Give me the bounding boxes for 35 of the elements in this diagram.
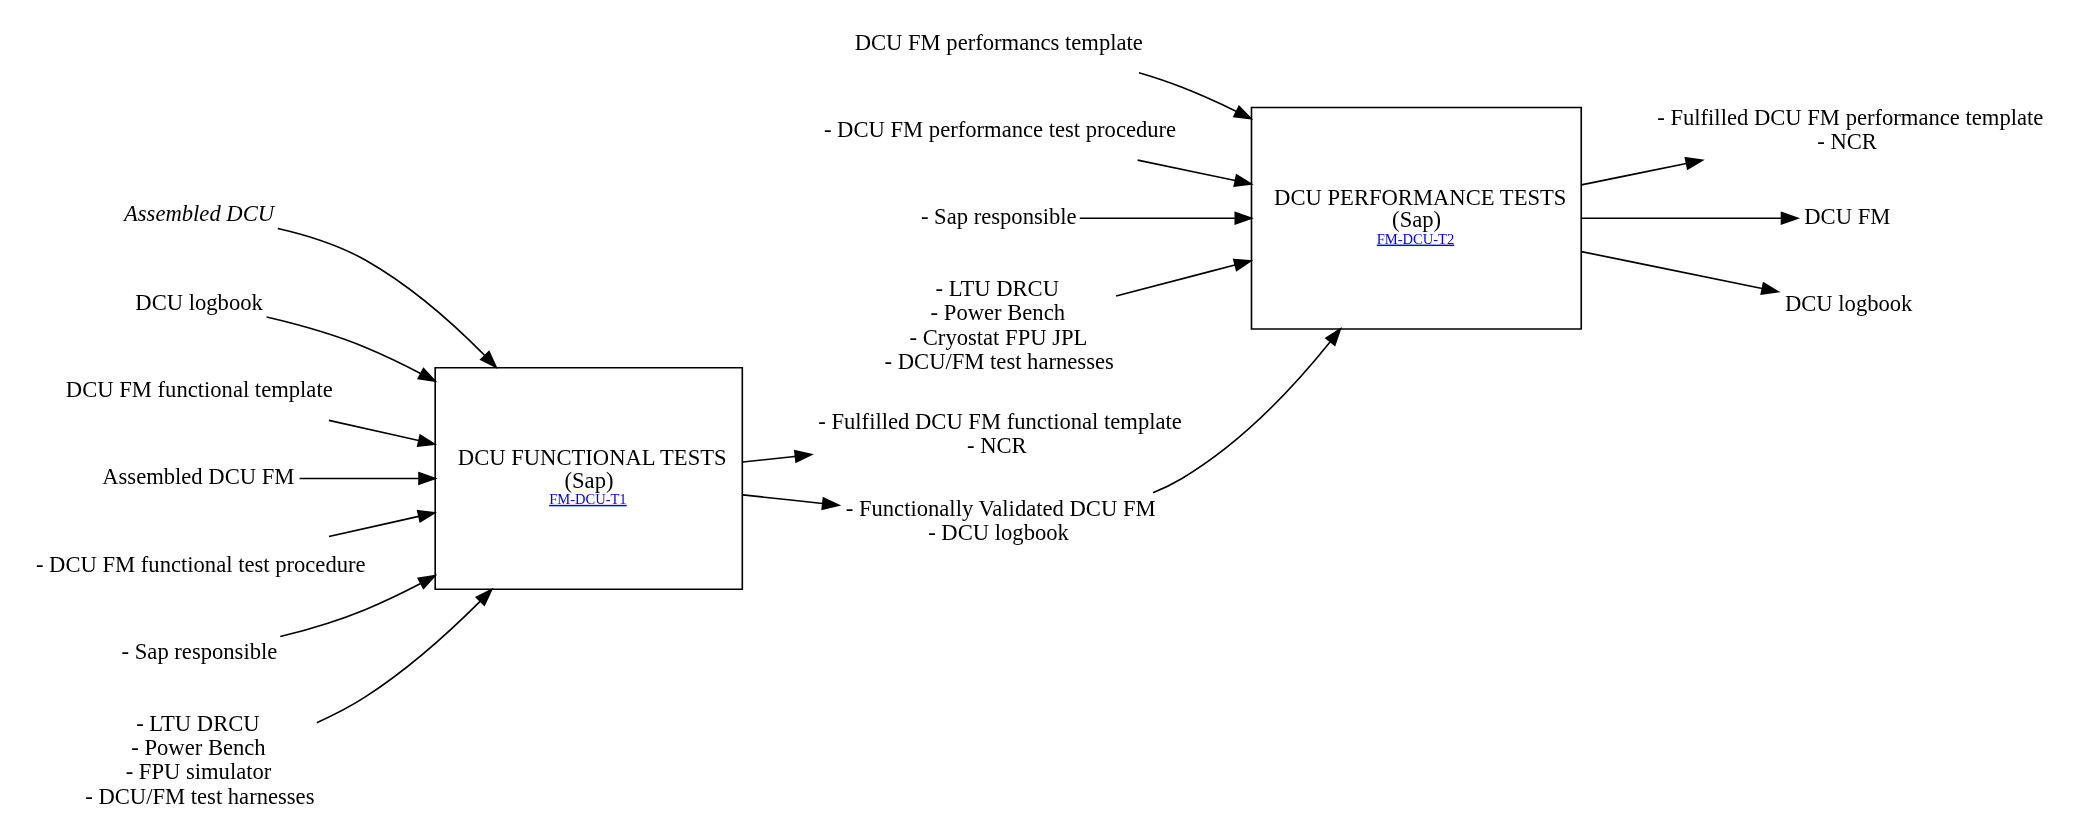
arrow xyxy=(1580,156,1705,186)
node-text: DCU FM performancs template xyxy=(854,29,1143,55)
arrow xyxy=(1138,71,1254,120)
node-text: Assembled DCU FM xyxy=(102,464,295,490)
node-box: DCU FUNCTIONAL TESTS (Sap) FM-DCU-T1 xyxy=(434,366,744,590)
node-text: Assembled DCU xyxy=(124,200,275,226)
arrow xyxy=(328,419,438,448)
arrow xyxy=(265,316,438,383)
node-text: - Fulfilled DCU FM functional template - NCR xyxy=(818,408,1182,458)
arrow xyxy=(1580,211,1801,226)
arrow xyxy=(1580,250,1781,295)
arrow xyxy=(316,587,494,724)
node-text: DCU logbook xyxy=(1784,291,1913,317)
node-box: DCU PERFORMANCE TESTS (Sap) FM-DCU-T2 xyxy=(1250,106,1583,330)
node-text: - Sap responsible xyxy=(121,639,278,665)
arrow xyxy=(1136,159,1254,188)
node-text: - LTU DRCU - Power Bench - Cryostat FPU JPL - DCU/FM test harnesses xyxy=(884,276,1114,374)
arrow xyxy=(1115,258,1254,297)
node-text: DCU logbook xyxy=(135,289,263,315)
arrow xyxy=(277,227,498,370)
node-text: - Fulfilled DCU FM performance template - NCR xyxy=(1657,104,2044,155)
arrow xyxy=(1152,327,1342,494)
arrow xyxy=(298,471,438,486)
node-text: - Functionally Validated DCU FM - DCU logbook xyxy=(845,495,1156,546)
node-text: - DCU FM functional test procedure xyxy=(35,551,366,577)
arrow xyxy=(1078,211,1254,226)
arrow xyxy=(742,494,842,511)
arrow xyxy=(742,449,814,464)
node-text: - DCU FM performance test procedure xyxy=(823,116,1177,142)
node-text: DCU FM functional template xyxy=(65,377,333,403)
node-text: - Sap responsible xyxy=(920,204,1077,230)
arrow xyxy=(279,574,438,638)
node-text: DCU FM xyxy=(1804,204,1891,230)
arrow xyxy=(328,509,438,538)
node-text: - LTU DRCU - Power Bench - FPU simulator - DCU/FM test harnesses xyxy=(85,710,315,809)
